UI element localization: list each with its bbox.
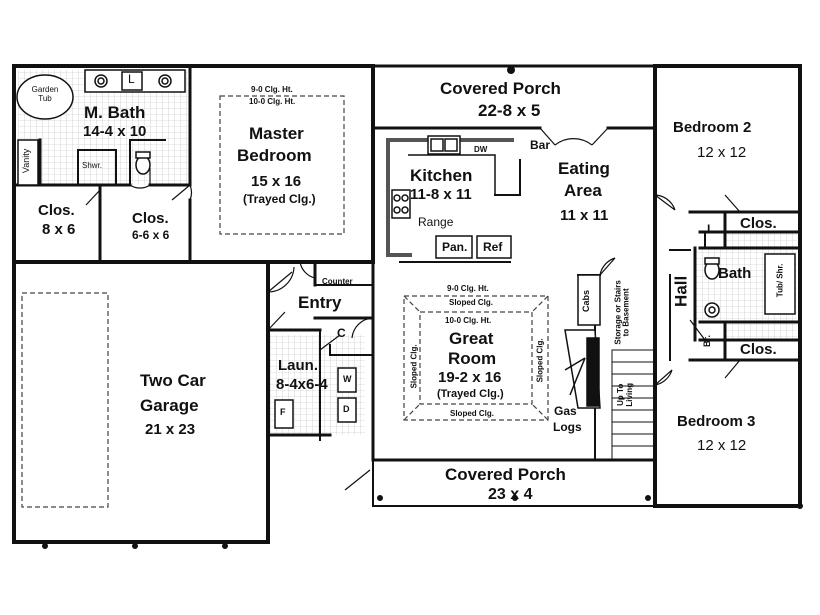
kitchen-dims: 11-8 x 11 [410, 186, 472, 203]
laundry-dims: 8-4x6-4 [276, 376, 328, 393]
garage-door-outline [21, 292, 109, 508]
garden-tub [16, 74, 74, 120]
great-room-sloped-left: Sloped Clg. [409, 344, 419, 389]
dishwasher-label: DW [474, 145, 488, 154]
garage-name-1: Two Car [140, 371, 206, 390]
washer-label: W [343, 374, 352, 384]
great-room-sloped-top: Sloped Clg. [449, 298, 493, 307]
master-clg-2: 10-0 Clg. Ht. [249, 97, 296, 106]
bath-name: Bath [718, 265, 752, 282]
master-clg-1: 9-0 Clg. Ht. [251, 85, 293, 94]
master-closet-2-name: Clos. [132, 210, 169, 227]
bedroom-2-closet: Clos. [740, 215, 777, 232]
great-room-sloped-right: Sloped Clg. [535, 338, 545, 383]
cabs-label: Cabs [581, 289, 592, 312]
bedroom-3-closet: Clos. [740, 341, 777, 358]
great-room-clg-1: 9-0 Clg. Ht. [447, 284, 489, 293]
bottom-porch-dims: 23 x 4 [488, 486, 533, 503]
eating-area-dims: 11 x 11 [560, 207, 609, 224]
eating-area-name-2: Area [564, 181, 602, 200]
great-room-note: (Trayed Clg.) [437, 388, 504, 400]
great-room-clg-2: 10-0 Clg. Ht. [445, 316, 492, 325]
pantry-label: Pan. [442, 240, 468, 254]
garage-dims: 21 x 23 [145, 421, 196, 438]
great-room-tray-outline [419, 311, 533, 405]
vanity-label: Vanity [21, 148, 32, 174]
gas-logs-line-2: Logs [553, 420, 582, 434]
counter-label: Counter [322, 277, 353, 286]
bath-fixture-l: L [128, 72, 135, 86]
bedroom-2-name: Bedroom 2 [673, 119, 752, 136]
top-porch-dims: 22-8 x 5 [478, 101, 541, 120]
great-room-name-1: Great [449, 329, 494, 348]
tub-shower-label: Tub/ Shr. [775, 263, 785, 298]
dryer-label: D [343, 404, 350, 414]
closet-tile-1 [725, 232, 797, 248]
master-bath-name: M. Bath [84, 103, 146, 122]
entry-name: Entry [298, 293, 342, 312]
great-room-dims: 19-2 x 16 [438, 369, 502, 386]
storage-label: Storage or Stairs to Basement [613, 280, 631, 345]
garage-name-2: Garage [140, 396, 199, 415]
pantry [435, 235, 473, 259]
laundry-name: Laun. [278, 357, 318, 374]
right-wing-outline [653, 64, 802, 508]
closet-tile-2 [725, 323, 797, 339]
ref-label: Ref [483, 240, 503, 254]
bottom-porch-name: Covered Porch [445, 465, 566, 484]
freezer-label: F [280, 407, 286, 417]
master-closet-1-name: Clos. [38, 202, 75, 219]
shower-label: Shwr. [82, 161, 103, 170]
coat-closet-label: C [337, 326, 346, 340]
broom-closet-label: Br. [702, 334, 713, 347]
top-porch-name: Covered Porch [440, 79, 561, 98]
bedroom-3-name: Bedroom 3 [677, 413, 756, 430]
master-tray-outline [219, 95, 345, 235]
master-bedroom-name-2: Bedroom [237, 146, 312, 165]
bedroom-3-dims: 12 x 12 [697, 437, 747, 454]
master-bedroom-dims: 15 x 16 [251, 173, 302, 190]
great-room-name-2: Room [448, 349, 497, 368]
kitchen-name: Kitchen [410, 166, 473, 185]
cabinets [577, 274, 601, 326]
master-bedroom-name-1: Master [249, 124, 304, 143]
up-to-living-label: Up To Living [616, 383, 634, 407]
master-closet-2-dims: 6-6 x 6 [132, 228, 170, 242]
bar-label: Bar [530, 138, 551, 152]
hall-label: Hall [671, 275, 691, 307]
great-room-sloped-bottom: Sloped Clg. [450, 409, 494, 418]
range [391, 189, 411, 219]
garage-outline [12, 260, 270, 544]
master-bath-dims: 14-4 x 10 [83, 123, 147, 140]
master-bedroom-note: (Trayed Clg.) [243, 192, 316, 206]
refrigerator [476, 235, 512, 259]
master-closet-1-dims: 8 x 6 [42, 221, 76, 238]
linen-label: L [707, 222, 715, 236]
eating-area-name-1: Eating [558, 159, 610, 178]
fireplace-box [586, 337, 600, 407]
bedroom-2-dims: 12 x 12 [697, 144, 747, 161]
range-label: Range [418, 215, 454, 229]
gas-logs-line-1: Gas [554, 404, 577, 418]
tub-shower [764, 253, 796, 315]
garden-tub-label: Garden Tub [31, 85, 59, 103]
